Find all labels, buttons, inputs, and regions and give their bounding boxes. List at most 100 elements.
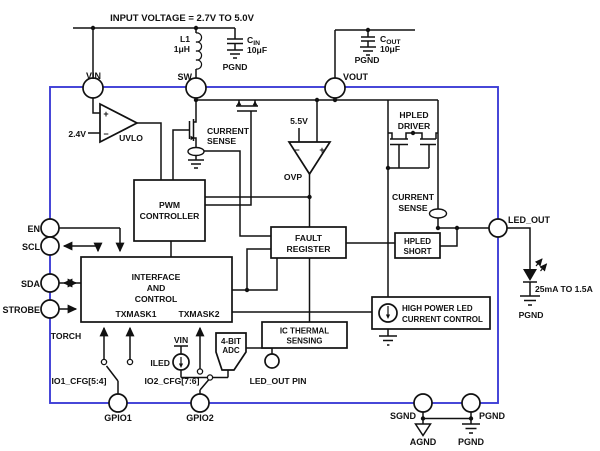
txmask2-label: TXMASK2: [178, 309, 219, 319]
cin-gnd-label: PGND: [223, 62, 248, 72]
pwm-controller-block: [133, 179, 206, 242]
sgnd-pin: [413, 393, 433, 413]
output-cap-rail: [334, 27, 415, 78]
gpio2-switch: [195, 326, 214, 394]
ovp-triangle-icon: [287, 141, 332, 176]
vin-pin-label: VIN: [86, 71, 101, 81]
uvlo-minus: −: [103, 129, 108, 139]
led-diode-icon: [523, 269, 537, 281]
adc-block: [215, 332, 247, 371]
uvlo-ref: 2.4V: [68, 129, 86, 139]
thermal-line2: SENSING: [286, 337, 322, 346]
wire-current-sense-to-fault: [204, 150, 271, 237]
fault-line1: FAULT: [295, 233, 323, 243]
cin-capacitor-icon: [227, 28, 243, 59]
uvlo-triangle-icon: [99, 102, 139, 144]
inductor-coil-icon: [195, 32, 203, 70]
hp-led-control-line1: HIGH POWER LED: [402, 304, 473, 313]
led-gnd-label: PGND: [519, 310, 544, 320]
ovp-comparator: [287, 100, 332, 227]
interface-line3: CONTROL: [135, 294, 178, 304]
current-sense-element-icon: [187, 146, 205, 157]
current-sense-left-line1: CURRENT: [207, 126, 250, 136]
hpled-driver-line1: HPLED: [399, 110, 428, 120]
pgnd-symbol-icon: [462, 423, 480, 434]
fault-line2: REGISTER: [287, 244, 332, 254]
thermal-line1: IC THERMAL: [280, 327, 329, 336]
hp-led-control-line2: CURRENT CONTROL: [402, 315, 483, 324]
pgnd-pin: [461, 393, 481, 413]
iled-supply-label: VIN: [174, 335, 188, 345]
current-sense-right-line1: CURRENT: [392, 192, 435, 202]
ovp-minus: −: [294, 145, 299, 155]
thermal-sensing-block: [261, 321, 348, 349]
iled-label: ILED: [150, 358, 170, 368]
hpled-short-block: [394, 232, 441, 259]
gpio1-pin: [108, 393, 128, 413]
gpio1-switch: [99, 326, 135, 394]
adc-line2: ADC: [222, 346, 240, 355]
strobe-pin: [40, 299, 60, 319]
power-rail: [193, 97, 438, 103]
strobe-label: STROBE: [2, 305, 40, 315]
interface-line2: AND: [147, 283, 166, 293]
led-out-pin-node: [264, 353, 280, 369]
input-voltage-label: INPUT VOLTAGE = 2.7V TO 5.0V: [110, 13, 255, 24]
adc-line1: 4-BIT: [221, 337, 241, 346]
pgnd-bottom-label: PGND: [458, 437, 485, 447]
led-current-range-label: 25mA TO 1.5A: [535, 284, 593, 294]
io2-cfg-label: IO2_CFG[7:6]: [145, 376, 200, 386]
sgnd-pin-label: SGND: [390, 411, 417, 421]
ovp-plus: +: [319, 145, 324, 155]
gpio2-pin: [190, 393, 210, 413]
sw-pin-label: SW: [178, 72, 193, 82]
vout-pin-label: VOUT: [343, 72, 369, 82]
hpled-short-line1: HPLED: [404, 237, 431, 246]
ovp-ref: 5.5V: [290, 116, 308, 126]
hpled-short-line2: SHORT: [404, 247, 432, 256]
ground-network: [414, 412, 480, 437]
scl-label: SCL: [22, 242, 41, 252]
hpled-driver: [385, 100, 439, 297]
sw-pin: [185, 77, 207, 99]
uvlo-plus: +: [103, 109, 108, 119]
hp-led-control-source-icon: [378, 303, 398, 346]
cin-value: 10μF: [247, 45, 267, 55]
buck-nmos-icon: [172, 100, 205, 180]
inductor-value: 1μH: [174, 44, 190, 54]
cout-label: COUT: [380, 34, 401, 46]
iled-current-source: [172, 345, 229, 379]
sda-label: SDA: [21, 279, 41, 289]
pwm-line1: PWM: [159, 200, 180, 210]
fault-register-block: [270, 226, 347, 259]
led-out-pin-label-text: LED_OUT: [508, 215, 551, 225]
interface-line1: INTERFACE: [132, 272, 181, 282]
pwm-line2: CONTROLLER: [140, 211, 200, 221]
io1-cfg-label: IO1_CFG[5:4]: [52, 376, 107, 386]
led-light-arrow-icon: [534, 258, 543, 267]
cout-capacitor-icon: [360, 30, 376, 56]
led-out-pin-label: LED_OUT PIN: [250, 376, 307, 386]
agnd-symbol-icon: [414, 423, 432, 437]
txmask1-label: TXMASK1: [115, 309, 156, 319]
cout-value: 10μF: [380, 44, 400, 54]
inductor-name: L1: [180, 34, 190, 44]
vin-pin: [82, 77, 104, 99]
led-out-sense: [428, 208, 489, 247]
pgnd-pin-label: PGND: [479, 411, 506, 421]
sda-pin: [40, 273, 60, 293]
agnd-label: AGND: [410, 437, 437, 447]
gpio2-pin-label: GPIO2: [186, 413, 214, 423]
cin-label: CIN: [247, 35, 260, 47]
current-sense-left-line2: SENSE: [207, 136, 236, 146]
led-out-pin: [488, 218, 508, 238]
uvlo-comparator: [88, 98, 162, 180]
junction-dot: [244, 287, 250, 293]
en-label: EN: [27, 224, 40, 234]
wire-adc-to-ledoutpin: [246, 347, 273, 354]
left-pin-wires: [59, 227, 120, 314]
en-pin: [40, 218, 60, 238]
gpio1-pin-label: GPIO1: [104, 413, 132, 423]
